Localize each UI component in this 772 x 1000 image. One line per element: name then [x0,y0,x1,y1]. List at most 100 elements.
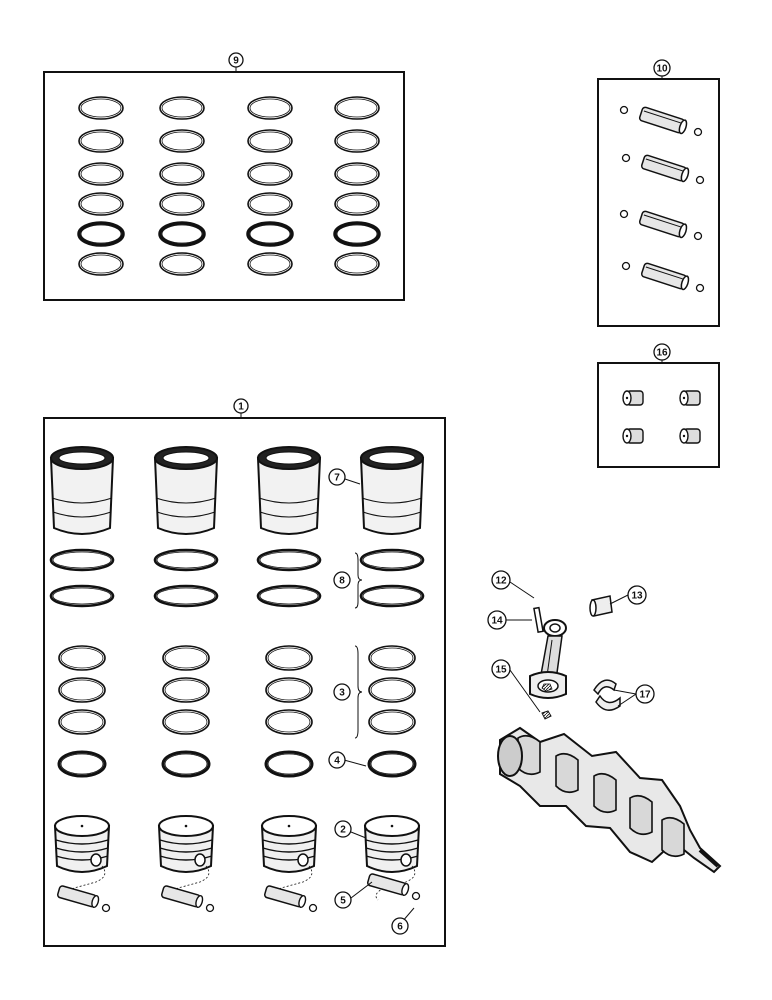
callout-4-label: 4 [334,756,340,767]
callout-16-label: 16 [656,348,668,359]
cylinder-sleeve [153,446,219,535]
oil-ring [264,750,314,778]
piston-ring [247,192,293,216]
sleeve-seal-ring [49,584,115,608]
snap-ring [308,903,318,913]
bearing-shells-17 [593,679,621,711]
callout-1-label: 1 [238,402,244,413]
piston-ring [159,192,205,216]
piston-ring [159,129,205,153]
piston-ring [265,677,313,703]
piston-ring [162,709,210,735]
piston-ring [78,252,124,276]
piston [260,815,318,873]
bushing [622,428,644,444]
panel-16-frame [597,362,720,468]
crank-web [661,816,685,858]
piston-pin [640,262,690,291]
piston-ring [368,709,416,735]
callout-4: 4 [328,751,346,769]
callout-17: 17 [635,684,655,704]
piston-ring [334,129,380,153]
callout-14: 14 [487,610,507,630]
sleeve-seal-ring [153,584,219,608]
piston-ring [58,709,106,735]
callout-1: 1 [233,398,249,414]
callout-17-label: 17 [639,690,651,701]
piston-pin [640,154,690,183]
piston-ring [368,645,416,671]
sleeve-seal-ring [359,548,425,572]
piston-ring [334,192,380,216]
bushing-13 [589,595,613,617]
kit-columns [49,446,425,913]
snap-ring [619,105,629,115]
crank-web [555,752,579,794]
snap-ring [621,261,631,271]
panel-1-sleeve-piston-kit [43,417,446,947]
callout-2: 2 [334,820,352,838]
callouts: 9 10 16 1 7 8 3 4 2 5 6 12 14 15 13 17 [228,52,671,935]
snap-ring [693,231,703,241]
piston-ring [334,162,380,186]
piston-ring [247,162,293,186]
piston-ring [334,96,380,120]
snap-ring [695,175,705,185]
snap-ring [621,153,631,163]
piston-ring [246,221,294,247]
snap-ring [693,127,703,137]
callout-3: 3 [333,683,351,701]
cylinder-sleeve [256,446,322,535]
callout-10-label: 10 [656,64,668,75]
callout-15-label: 15 [495,665,507,676]
snap-ring [619,209,629,219]
piston-ring [58,677,106,703]
bushing-group-16 [622,390,701,444]
piston-ring [162,677,210,703]
sleeve-seal-ring [359,584,425,608]
piston [157,815,215,873]
piston-pin [638,106,688,135]
piston [363,815,421,873]
callout-8: 8 [333,571,351,589]
callout-3-label: 3 [339,688,345,699]
panel-10-frame [597,78,720,327]
callout-5-label: 5 [340,896,346,907]
callout-12: 12 [491,570,511,590]
piston-pin [367,873,410,897]
panel-9-ring-sets [43,71,405,301]
nut-15 [541,710,552,720]
piston-ring [78,129,124,153]
callout-13-label: 13 [631,591,643,602]
snap-ring [411,891,421,901]
callout-6: 6 [391,917,409,935]
snap-ring [101,903,111,913]
kit-column [359,446,425,901]
piston [53,815,111,873]
piston-ring [78,96,124,120]
cylinder-sleeve [359,446,425,535]
callout-12-label: 12 [495,576,507,587]
piston-pin [638,210,688,239]
callout-7: 7 [328,468,346,486]
connecting-rod [529,619,567,699]
cylinder-sleeve [49,446,115,535]
panel-16-bushings [597,362,720,468]
oil-ring [367,750,417,778]
bolt-14 [533,606,544,634]
piston-ring [334,252,380,276]
piston-ring [265,645,313,671]
bushing [679,428,701,444]
crank-webs [517,734,685,858]
piston-ring [159,96,205,120]
sleeve-seal-ring [153,548,219,572]
panel-1-frame [43,417,446,947]
piston-ring [333,221,381,247]
piston-pin [57,885,100,909]
callout-9-label: 9 [233,56,239,67]
piston-ring [159,162,205,186]
crankshaft [497,726,722,874]
crank-web [593,772,617,814]
callout-10: 10 [653,59,671,77]
